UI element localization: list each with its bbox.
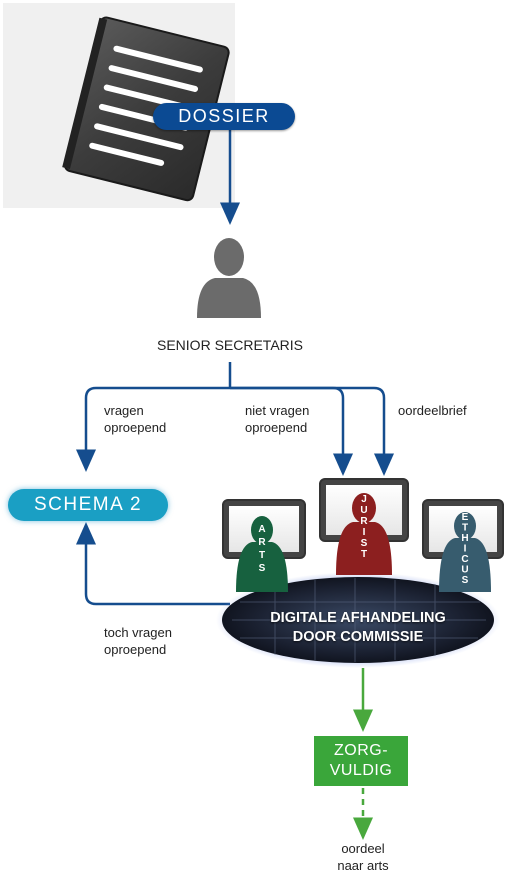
member-letter: H bbox=[461, 533, 468, 544]
edge-label-toch-vragen-oproepend: toch vragen oproepend bbox=[104, 625, 172, 657]
member-letter: T bbox=[462, 523, 468, 534]
member-letter: T bbox=[361, 549, 367, 560]
edge-label-oordeelbrief: oordeelbrief bbox=[398, 403, 467, 418]
commissie-label: DIGITALE AFHANDELING DOOR COMMISSIE bbox=[270, 610, 446, 645]
member-jurist-figure bbox=[336, 493, 392, 575]
member-letter: U bbox=[461, 565, 468, 576]
member-letter: C bbox=[461, 554, 468, 565]
member-letter: R bbox=[258, 537, 266, 548]
member-letter: U bbox=[360, 505, 367, 516]
senior-secretaris-label: SENIOR SECRETARIS bbox=[157, 337, 303, 353]
member-letter: R bbox=[360, 516, 368, 527]
edge-label-vragen-oproepend: vragen oproepend bbox=[104, 403, 167, 435]
schema2-label: SCHEMA 2 bbox=[8, 489, 168, 521]
member-letter: I bbox=[464, 544, 467, 555]
zorgvuldig-box: ZORG- VULDIG bbox=[314, 736, 408, 786]
member-ethicus-figure bbox=[439, 512, 491, 592]
member-letter: S bbox=[259, 563, 266, 574]
member-letter: A bbox=[258, 524, 265, 535]
member-letter: J bbox=[361, 494, 367, 505]
branch-lines bbox=[76, 362, 394, 606]
dossier-label: DOSSIER bbox=[153, 103, 295, 130]
member-letter: I bbox=[363, 527, 366, 538]
edge-label-oordeel-naar-arts: oordeel naar arts bbox=[337, 841, 389, 873]
member-letter: S bbox=[361, 538, 368, 549]
member-letter: E bbox=[462, 512, 469, 523]
commission-oval bbox=[216, 572, 500, 668]
edge-label-niet-vragen-oproepend: niet vragen oproepend bbox=[245, 403, 310, 435]
person-icon bbox=[197, 238, 261, 318]
member-arts-figure bbox=[236, 516, 288, 592]
member-letter: T bbox=[259, 550, 265, 561]
member-letter: S bbox=[462, 575, 469, 586]
